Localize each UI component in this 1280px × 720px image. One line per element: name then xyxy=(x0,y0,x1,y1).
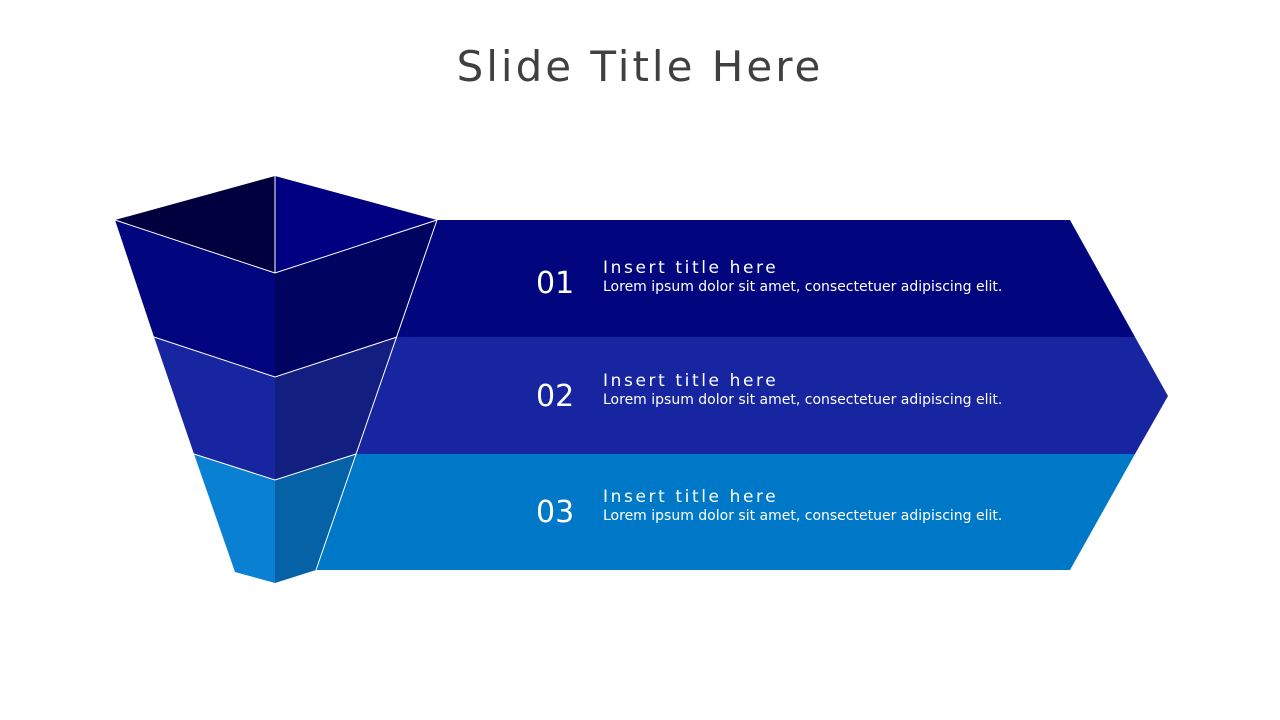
item-text: Lorem ipsum dolor sit amet, consectetuer… xyxy=(603,508,1003,524)
funnel-top-right-face xyxy=(275,176,437,273)
arrow-band-3 xyxy=(316,454,1135,570)
item-text: Lorem ipsum dolor sit amet, consectetuer… xyxy=(603,279,1003,295)
funnel-edge-lines xyxy=(114,176,438,571)
funnel-layer-2-left xyxy=(154,337,275,480)
item-text: Lorem ipsum dolor sit amet, consectetuer… xyxy=(603,392,1003,408)
funnel-top-left-face xyxy=(115,176,275,273)
slide-title: Slide Title Here xyxy=(456,42,824,91)
item-title: Insert title here xyxy=(603,487,779,507)
item-title: Insert title here xyxy=(603,258,779,278)
funnel-layer-1-right xyxy=(275,220,437,377)
funnel-layer-3-right xyxy=(275,454,356,583)
funnel-layer-3-left xyxy=(194,454,275,583)
funnel-layer-1-left xyxy=(115,220,275,377)
funnel-layer-2-right xyxy=(275,337,397,480)
item-title: Insert title here xyxy=(603,371,779,391)
item-number: 01 xyxy=(536,266,575,301)
arrow-band-1 xyxy=(397,220,1135,337)
item-number: 02 xyxy=(536,379,575,414)
arrow-band-2 xyxy=(356,337,1168,454)
item-number: 03 xyxy=(536,495,575,530)
